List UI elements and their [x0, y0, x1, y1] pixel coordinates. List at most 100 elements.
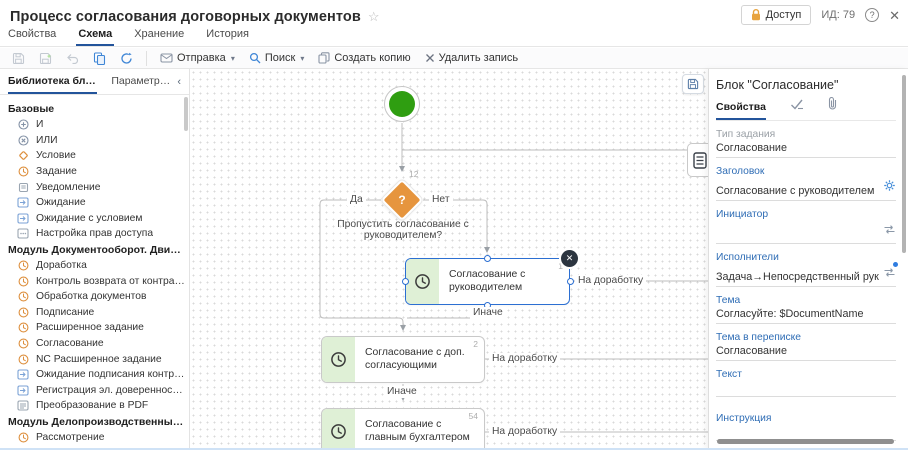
task-block-approval-manager[interactable]: Согласование с руководителем 1 ✕	[401, 250, 578, 309]
sidebar-item[interactable]: Согласование	[8, 336, 185, 352]
task-block-title: Согласование с доп. согласующими	[365, 347, 465, 371]
create-copy-label: Создать копию	[334, 52, 411, 64]
field-label: Тема в переписке	[716, 332, 802, 343]
field-value[interactable]: Задача→Непосредственный руководитель ...	[716, 271, 879, 283]
task-icon	[17, 338, 29, 349]
attachment-icon[interactable]	[828, 96, 837, 120]
tab-properties[interactable]: Свойства	[8, 28, 57, 40]
refresh-button[interactable]	[114, 50, 139, 67]
search-label: Поиск	[264, 52, 296, 64]
clock-icon	[331, 352, 346, 367]
wait-icon	[17, 213, 29, 224]
diagram-canvas[interactable]: ? 12 Да Нет Пропустить согласование с ру…	[190, 69, 708, 450]
edge-label-yes: Да	[347, 194, 366, 206]
sidebar-item-label: Согласование	[36, 338, 104, 350]
task-block-approval-additional[interactable]: Согласование с доп. согласующими 2	[321, 336, 485, 383]
tab-storage[interactable]: Хранение	[134, 28, 185, 40]
record-id: ИД: 79	[821, 9, 856, 21]
sidebar-item-label: Контроль возврата от контрагента	[36, 275, 185, 287]
sidebar-item[interactable]: Ожидание	[8, 195, 185, 211]
or-icon	[17, 135, 29, 146]
signature-icon[interactable]	[790, 97, 804, 120]
sidebar-item[interactable]: Настройка прав доступа	[8, 226, 185, 242]
clock-icon	[415, 274, 430, 289]
panel-horizontal-scrollbar[interactable]	[717, 439, 894, 444]
swap-icon[interactable]	[883, 262, 898, 283]
connector-handle-left[interactable]	[401, 278, 409, 285]
decision-number: 12	[409, 169, 419, 179]
connector-handle-top[interactable]	[484, 254, 491, 262]
field-value[interactable]: Согласование	[716, 345, 787, 357]
tab-schema[interactable]: Схема	[76, 24, 115, 46]
save-and-new-button[interactable]	[33, 50, 58, 67]
delete-block-button[interactable]: ✕	[561, 250, 578, 267]
sidebar-item[interactable]: Ожидание с условием	[8, 211, 185, 227]
sidebar-item[interactable]: Условие	[8, 148, 185, 164]
field-value[interactable]: Согласуйте: $DocumentName	[716, 308, 864, 320]
sidebar-item[interactable]: Преобразование в PDF	[8, 398, 185, 414]
search-dropdown[interactable]: Поиск ▾	[243, 50, 311, 66]
sidebar-item[interactable]: Рассмотрение	[8, 430, 185, 446]
sidebar-item[interactable]: Подписание	[8, 305, 185, 321]
save-diagram-button[interactable]	[682, 74, 704, 94]
page-title: Процесс согласования договорных документ…	[10, 9, 361, 25]
create-copy-button[interactable]: Создать копию	[312, 50, 416, 66]
field-value[interactable]: Согласование с руководителем	[716, 185, 875, 197]
task-block-number: 54	[468, 411, 478, 421]
sidebar-item-label: Доработка	[36, 260, 87, 272]
collapse-sidebar-icon[interactable]: ‹	[177, 75, 181, 88]
swap-icon[interactable]	[883, 222, 896, 240]
sidebar-item[interactable]: Контроль возврата от контрагента	[8, 273, 185, 289]
rework-block-partial[interactable]	[687, 143, 708, 177]
sidebar-item[interactable]: И	[8, 117, 185, 133]
condition-icon	[17, 150, 29, 161]
help-icon[interactable]: ?	[865, 8, 880, 22]
sidebar-item[interactable]: Регистрация эл. доверенности/заяв...	[8, 383, 185, 399]
close-icon[interactable]: ✕	[889, 7, 900, 23]
paste-button[interactable]	[87, 50, 112, 67]
tab-history[interactable]: История	[206, 28, 249, 40]
sidebar-item-label: Регистрация эл. доверенности/заяв...	[36, 384, 185, 396]
pdf-icon	[17, 400, 29, 411]
delete-record-label: Удалить запись	[438, 52, 519, 64]
sidebar-item[interactable]: ИЛИ	[8, 133, 185, 149]
favorite-star-icon[interactable]: ☆	[367, 9, 380, 24]
send-dropdown[interactable]: Отправка ▾	[154, 50, 241, 66]
access-button[interactable]: Доступ	[740, 5, 812, 25]
sidebar-item[interactable]: Ожидание подписания контрагентом	[8, 367, 185, 383]
sidebar-item[interactable]: Доработка	[8, 258, 185, 274]
panel-tab-properties[interactable]: Свойства	[716, 98, 766, 120]
undo-button[interactable]	[60, 50, 85, 66]
panel-vertical-scrollbar[interactable]	[902, 75, 906, 253]
tab-block-library[interactable]: Библиотека блоков	[8, 69, 98, 94]
header-tabs: Свойства Схема Хранение История	[8, 24, 249, 46]
tab-process-params[interactable]: Параметры процесс:	[111, 75, 175, 87]
connector-handle-right[interactable]	[566, 278, 574, 285]
sidebar-item[interactable]: NC Расширенное задание	[8, 351, 185, 367]
sidebar-item[interactable]: Уведомление	[8, 179, 185, 195]
document-icon	[693, 151, 707, 169]
sidebar-item-label: Условие	[36, 150, 76, 162]
gear-icon[interactable]	[883, 179, 896, 197]
save-button[interactable]	[6, 50, 31, 67]
sidebar-item[interactable]: Задание	[8, 164, 185, 180]
sidebar-scrollbar[interactable]	[184, 97, 188, 131]
field-label: Заголовок	[716, 166, 765, 177]
wait-icon	[17, 369, 29, 380]
decision-node[interactable]: ?	[380, 178, 424, 222]
paste-icon	[93, 51, 106, 65]
task-icon	[17, 276, 29, 287]
task-block-approval-accountant[interactable]: Согласование с главным бухгалтером 54	[321, 408, 485, 450]
panel-title: Блок "Согласование"	[716, 78, 839, 92]
field-value[interactable]: Согласование	[716, 142, 787, 154]
start-node[interactable]	[384, 86, 420, 122]
sidebar-item-label: Задание	[36, 166, 77, 178]
bottom-edge-strip	[0, 448, 908, 450]
sidebar-item[interactable]: Расширенное задание	[8, 320, 185, 336]
sidebar-item[interactable]: Обработка документов	[8, 289, 185, 305]
delete-record-button[interactable]: Удалить запись	[419, 50, 525, 66]
